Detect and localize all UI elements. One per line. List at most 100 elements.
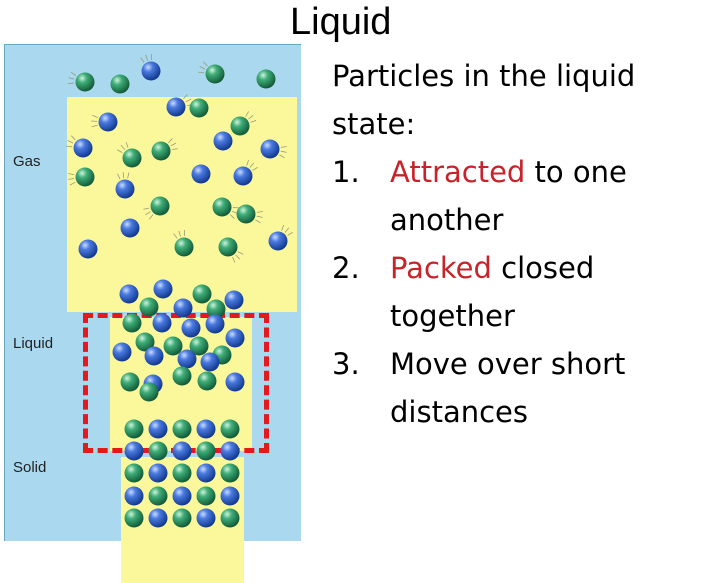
blue-particle	[214, 132, 233, 151]
item-highlight: Packed	[390, 251, 492, 285]
green-particle	[76, 168, 95, 187]
motion-line	[123, 172, 124, 178]
motion-line	[281, 151, 287, 152]
motion-line	[250, 120, 256, 122]
blue-particle	[226, 373, 245, 392]
motion-line	[287, 232, 292, 235]
motion-line	[71, 72, 76, 75]
blue-particle	[121, 219, 140, 238]
green-particle	[140, 383, 159, 402]
motion-line	[69, 78, 75, 80]
motion-line	[66, 146, 72, 147]
blue-particle	[206, 315, 225, 334]
particles-layer	[5, 45, 301, 541]
property-list: 1.Attracted to one another 2.Packed clos…	[332, 148, 712, 436]
green-particle	[164, 337, 183, 356]
blue-particle	[182, 319, 201, 338]
green-particle	[193, 285, 212, 304]
motion-line	[121, 145, 125, 150]
motion-line	[249, 115, 254, 119]
motion-line	[200, 66, 205, 69]
blue-particle	[201, 353, 220, 372]
motion-line	[126, 142, 128, 148]
green-particle	[221, 464, 240, 483]
blue-particle	[125, 442, 144, 461]
green-particle	[140, 298, 159, 317]
property-item: 2.Packed closed together	[332, 244, 712, 340]
item-text: Move over short distances	[390, 347, 625, 429]
motion-line	[186, 99, 191, 102]
green-particle	[190, 99, 209, 118]
motion-line	[236, 255, 240, 259]
states-of-matter-figure: Gas Liquid Solid	[4, 44, 301, 541]
motion-line	[282, 225, 284, 231]
blue-particle	[226, 329, 245, 348]
motion-line	[250, 163, 254, 168]
green-particle	[197, 487, 216, 506]
blue-particle	[167, 98, 186, 117]
blue-particle	[197, 464, 216, 483]
green-particle	[123, 149, 142, 168]
motion-line	[146, 55, 148, 61]
motion-line	[179, 231, 181, 237]
blue-particle	[269, 232, 288, 251]
green-particle	[125, 509, 144, 528]
motion-line	[71, 136, 75, 140]
blue-particle	[225, 291, 244, 310]
motion-line	[279, 155, 284, 158]
green-particle	[175, 238, 194, 257]
green-particle	[173, 367, 192, 386]
motion-line	[246, 111, 249, 116]
motion-line	[168, 138, 172, 142]
blue-particle	[174, 299, 193, 318]
motion-line	[203, 62, 207, 66]
green-particle	[221, 420, 240, 439]
blue-particle	[154, 280, 173, 299]
green-particle	[151, 197, 170, 216]
motion-line	[171, 143, 176, 146]
blue-particle	[145, 347, 164, 366]
motion-line	[281, 146, 287, 147]
blue-particle	[149, 509, 168, 528]
blue-particle	[125, 487, 144, 506]
blue-particle	[178, 350, 197, 369]
motion-line	[141, 58, 145, 63]
motion-line	[92, 125, 98, 127]
blue-particle	[153, 314, 172, 333]
green-particle	[125, 464, 144, 483]
green-particle	[237, 205, 256, 224]
motion-line	[183, 94, 187, 98]
blue-particle	[142, 62, 161, 81]
green-particle	[111, 75, 130, 94]
green-particle	[123, 314, 142, 333]
motion-line	[232, 257, 234, 262]
motion-line	[68, 140, 73, 143]
motion-line	[247, 160, 249, 166]
intro-text: Particles in the liquid state:	[332, 52, 712, 148]
property-item: 3.Move over short distances	[332, 340, 712, 436]
blue-particle	[261, 140, 280, 159]
motion-line	[149, 215, 153, 220]
item-number: 1.	[332, 148, 360, 196]
description-text: Particles in the liquid state: 1.Attract…	[332, 52, 712, 436]
green-particle	[173, 464, 192, 483]
motion-line	[68, 83, 74, 84]
green-particle	[257, 70, 276, 89]
motion-line	[252, 167, 257, 170]
motion-line	[128, 172, 129, 178]
blue-particle	[116, 180, 135, 199]
motion-line	[70, 182, 75, 185]
motion-line	[198, 72, 204, 73]
motion-line	[92, 115, 98, 117]
green-particle	[76, 73, 95, 92]
motion-line	[143, 208, 149, 209]
motion-line	[257, 216, 263, 217]
motion-line	[255, 220, 260, 223]
motion-line	[172, 149, 178, 150]
blue-particle	[221, 442, 240, 461]
blue-particle	[197, 420, 216, 439]
green-particle	[149, 487, 168, 506]
green-particle	[173, 509, 192, 528]
blue-particle	[221, 487, 240, 506]
blue-particle	[74, 139, 93, 158]
